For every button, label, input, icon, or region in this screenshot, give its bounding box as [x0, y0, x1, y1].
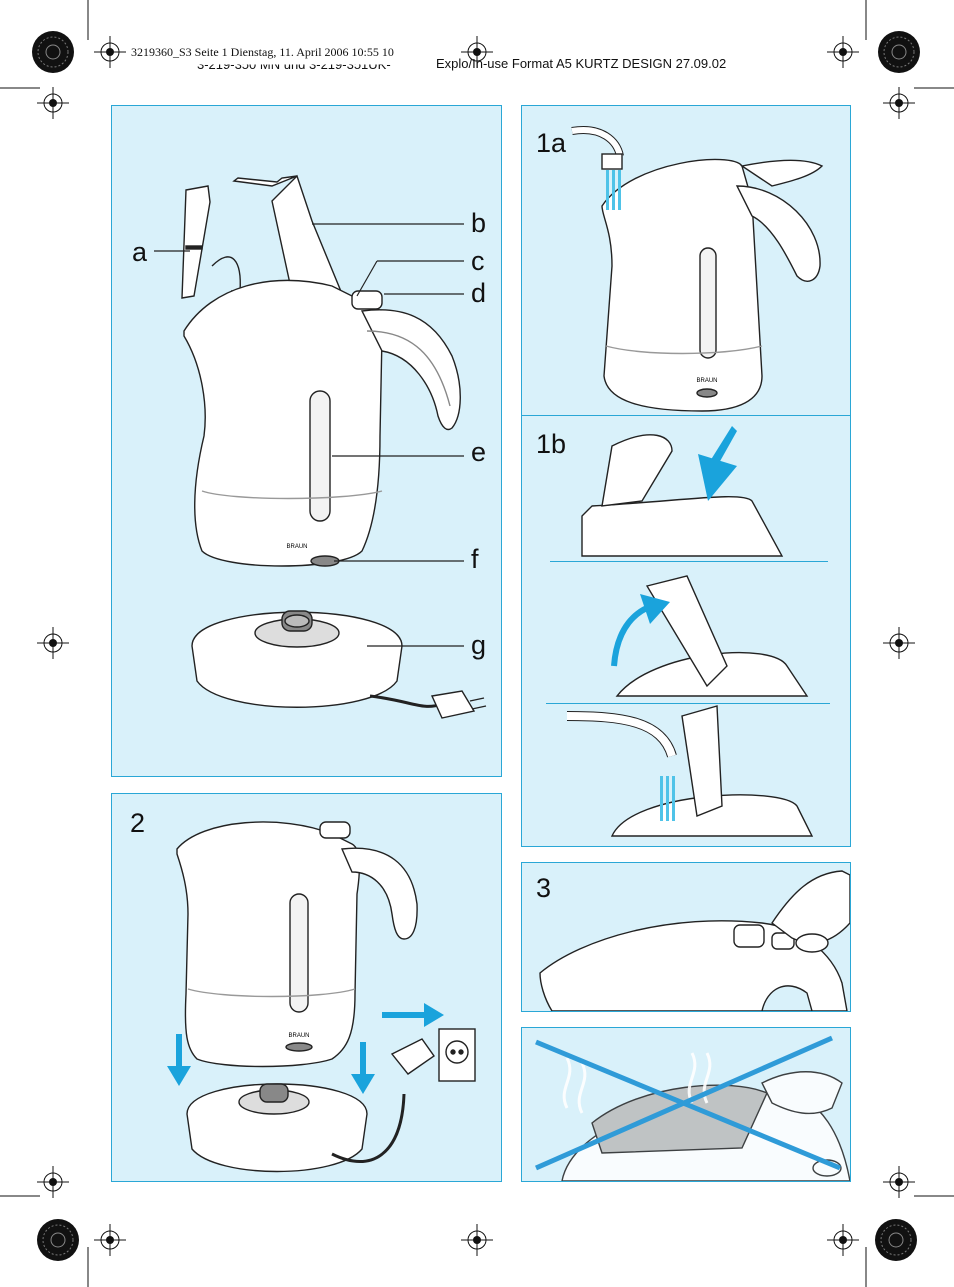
divider-1a-1b — [522, 415, 850, 416]
divider-1b-2 — [546, 703, 830, 704]
label-a: a — [132, 237, 148, 267]
kettle-body — [183, 279, 385, 567]
brand-logo: BRAUN — [286, 544, 307, 550]
label-b: b — [471, 208, 487, 238]
label-c: c — [471, 246, 485, 276]
label-step-1a: 1a — [536, 128, 567, 158]
label-f: f — [471, 544, 479, 574]
placing-kettle-illustration: BRAUN — [167, 821, 476, 1173]
warning-illustration — [534, 1035, 850, 1181]
label-e: e — [471, 437, 487, 467]
panel-step-2: BRAUN 2 — [111, 793, 502, 1182]
label-g: g — [471, 630, 487, 660]
registration-marks — [37, 36, 915, 1256]
brand-logo-2: BRAUN — [288, 1033, 309, 1039]
kettle-parts-illustration: BRAUN — [154, 174, 487, 719]
plug — [430, 690, 476, 719]
cross-mark — [534, 1035, 841, 1171]
color-wheel-marks — [32, 31, 920, 1261]
panel-step-1: BRAUN 1a 1b — [521, 105, 851, 847]
model-line: 3-219-350 MN und 3-219-351UK- — [197, 57, 391, 73]
water-window — [309, 390, 331, 522]
panel-parts: BRAUN a b c d e f g — [111, 105, 502, 777]
switching-on-illustration — [539, 870, 850, 1011]
file-info: 3219360_S3 Seite 1 Dienstag, 11. April 2… — [131, 45, 394, 59]
handle — [360, 309, 461, 431]
label-step-3: 3 — [536, 873, 552, 903]
panel-warning — [521, 1027, 851, 1182]
filter — [181, 185, 211, 299]
steam — [562, 1052, 712, 1114]
filling-illustration: BRAUN — [566, 126, 824, 837]
label-step-1b: 1b — [536, 429, 567, 459]
switch — [351, 290, 383, 310]
panel-step-3: 3 — [521, 862, 851, 1012]
label-step-2: 2 — [130, 808, 146, 838]
brand-logo-3: BRAUN — [696, 378, 717, 384]
label-d: d — [471, 278, 487, 308]
format-line: Explo/In-use Format A5 KURTZ DESIGN 27.0… — [436, 56, 727, 71]
divider-1b-1 — [550, 561, 828, 562]
